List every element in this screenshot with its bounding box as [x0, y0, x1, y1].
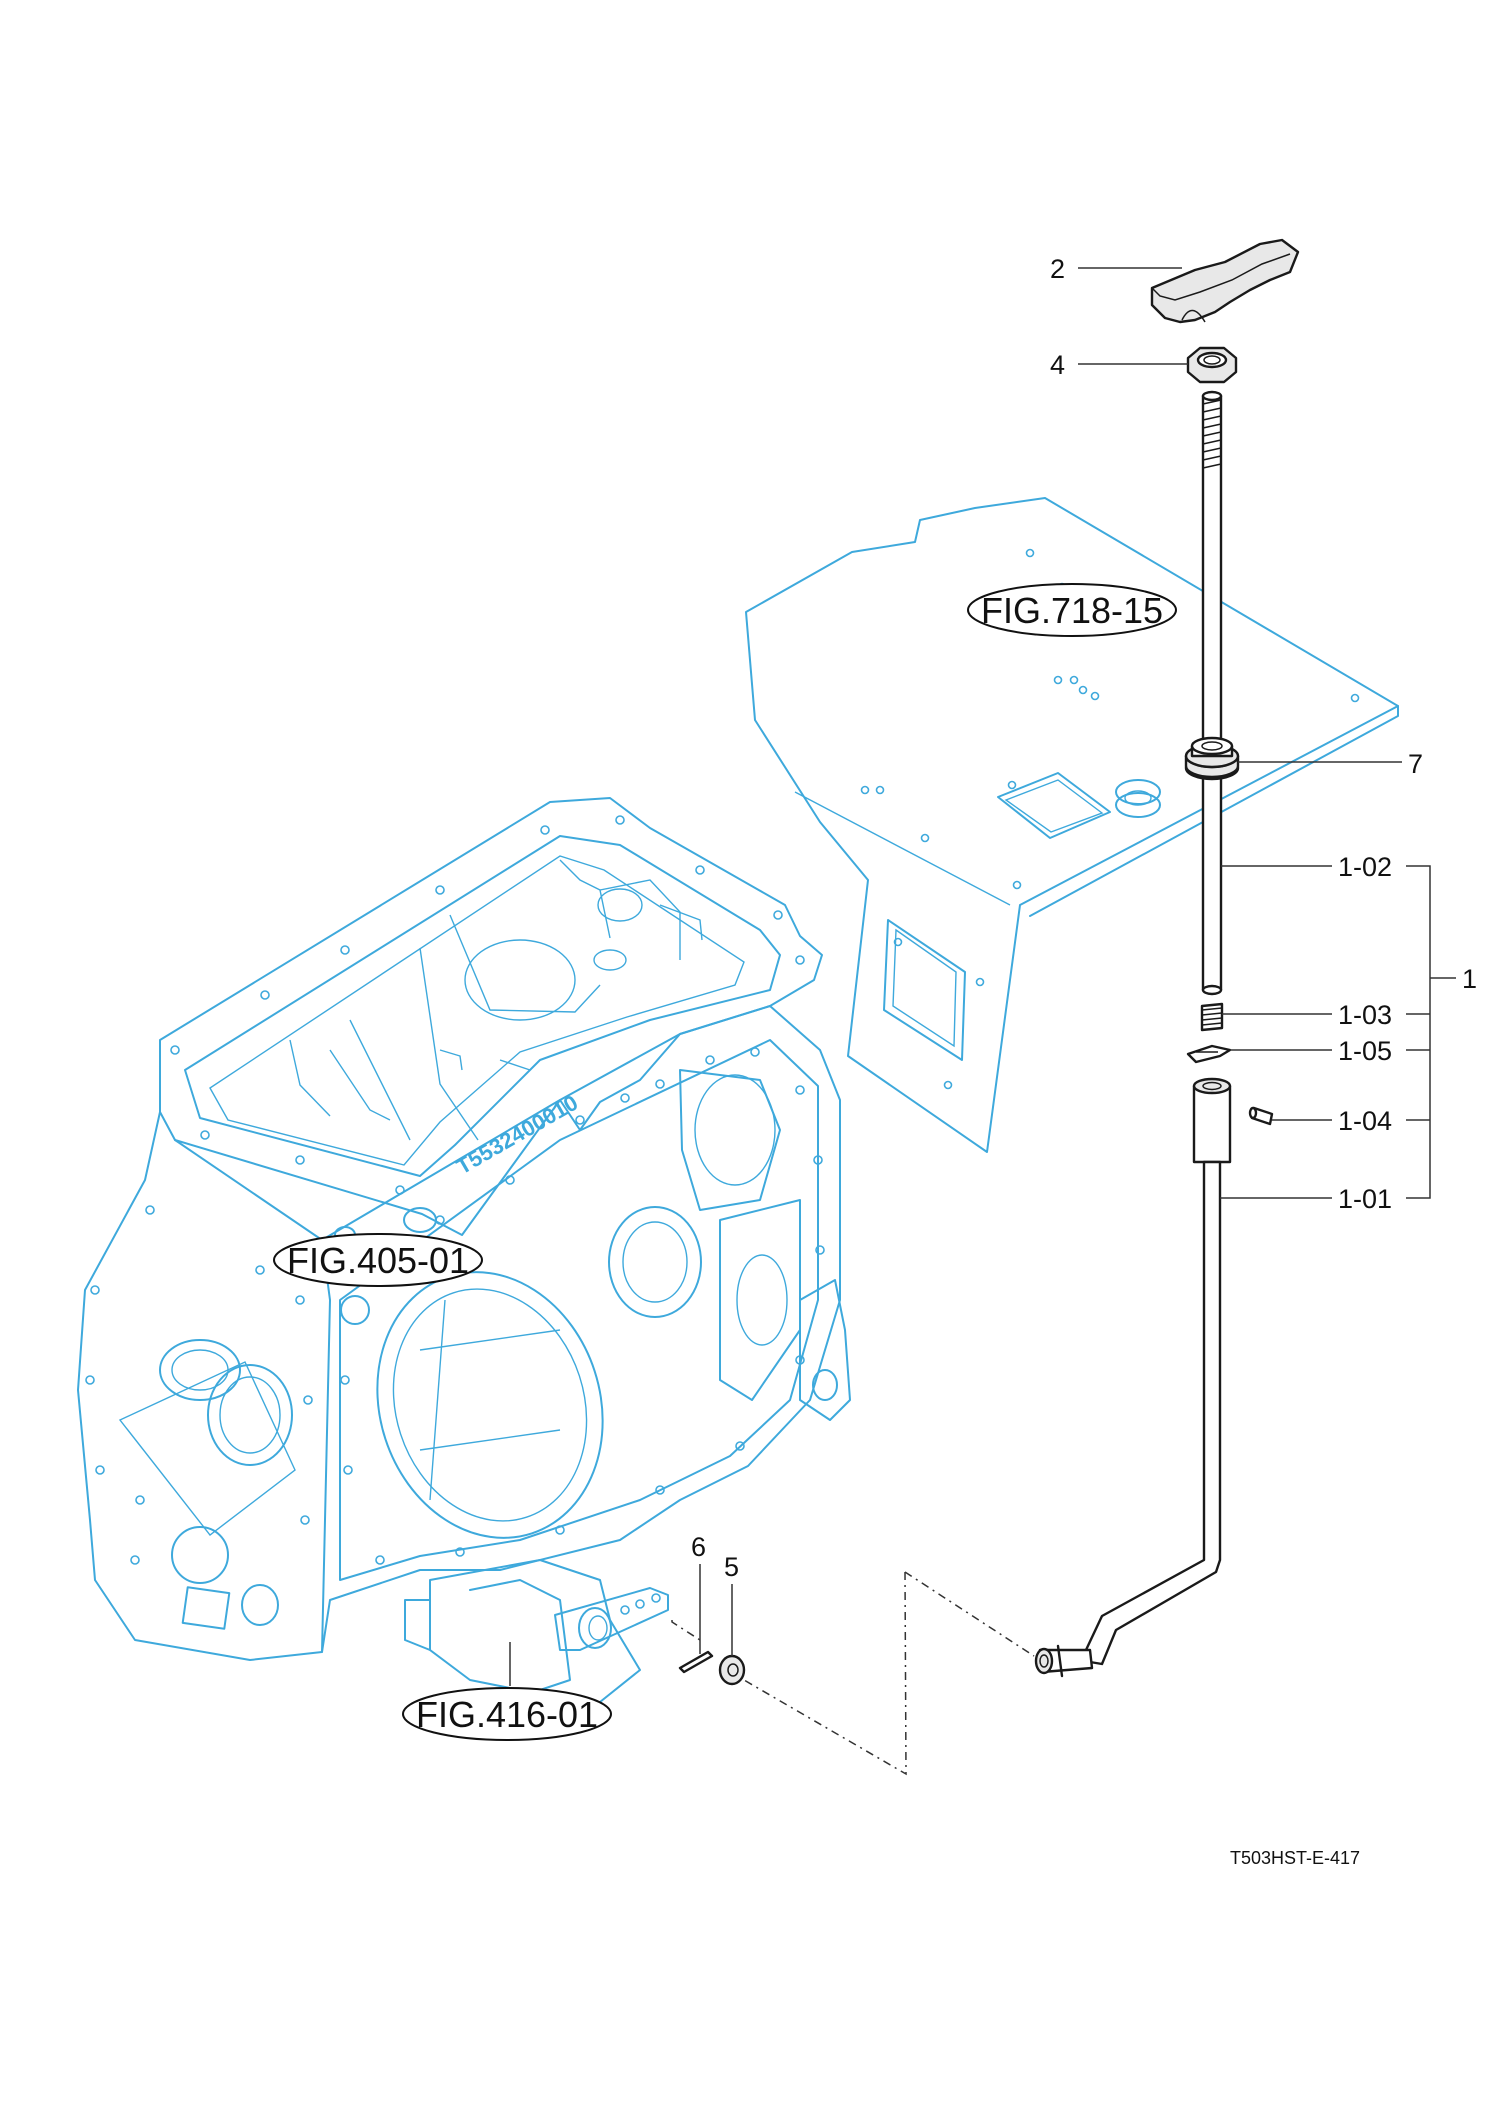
callout-1-03[interactable]: 1-03 — [1338, 1000, 1392, 1030]
figure-ref-416-01[interactable]: FIG.416-01 — [402, 1687, 612, 1741]
callout-1[interactable]: 1 — [1462, 964, 1477, 994]
clip-part-1-05[interactable] — [1186, 1044, 1232, 1064]
figure-ref-718-15[interactable]: FIG.718-15 — [967, 583, 1177, 637]
grommet-part-7[interactable] — [1184, 736, 1240, 781]
drawing-code: T503HST-E-417 — [1230, 1848, 1360, 1868]
assembly-dash-lines — [671, 1571, 1035, 1776]
handle-knob-part-2[interactable] — [1150, 238, 1300, 324]
callout-2[interactable]: 2 — [1050, 254, 1065, 284]
casting-number: T5532400010 — [452, 1090, 582, 1180]
callout-1-05[interactable]: 1-05 — [1338, 1036, 1392, 1066]
pin-part-1-04[interactable] — [1248, 1106, 1274, 1126]
callout-1-04[interactable]: 1-04 — [1338, 1106, 1392, 1136]
callout-5[interactable]: 5 — [724, 1552, 739, 1582]
hex-nut-part-4[interactable] — [1186, 346, 1238, 384]
figure-ref-718-15-label: FIG.718-15 — [981, 590, 1163, 631]
cotter-pin-part-6[interactable] — [678, 1650, 714, 1674]
callout-1-02[interactable]: 1-02 — [1338, 852, 1392, 882]
figure-ref-405-01-label: FIG.405-01 — [287, 1240, 469, 1281]
lower-rod-part-1-01[interactable] — [1034, 1077, 1232, 1678]
spring-part-1-03[interactable] — [1200, 1002, 1224, 1032]
leader-lines — [509, 267, 1456, 1686]
rod-part-1-02[interactable] — [1201, 390, 1223, 996]
callout-4[interactable]: 4 — [1050, 350, 1065, 380]
washer-part-5[interactable] — [718, 1654, 746, 1686]
callout-7[interactable]: 7 — [1408, 749, 1423, 779]
callout-labels: 2 4 7 1 1-02 1-03 1-05 1-04 1-01 6 5 — [691, 254, 1477, 1582]
figure-ref-416-01-label: FIG.416-01 — [416, 1694, 598, 1735]
callout-6[interactable]: 6 — [691, 1532, 706, 1562]
figure-ref-405-01[interactable]: FIG.405-01 — [273, 1233, 483, 1287]
callout-1-01[interactable]: 1-01 — [1338, 1184, 1392, 1214]
